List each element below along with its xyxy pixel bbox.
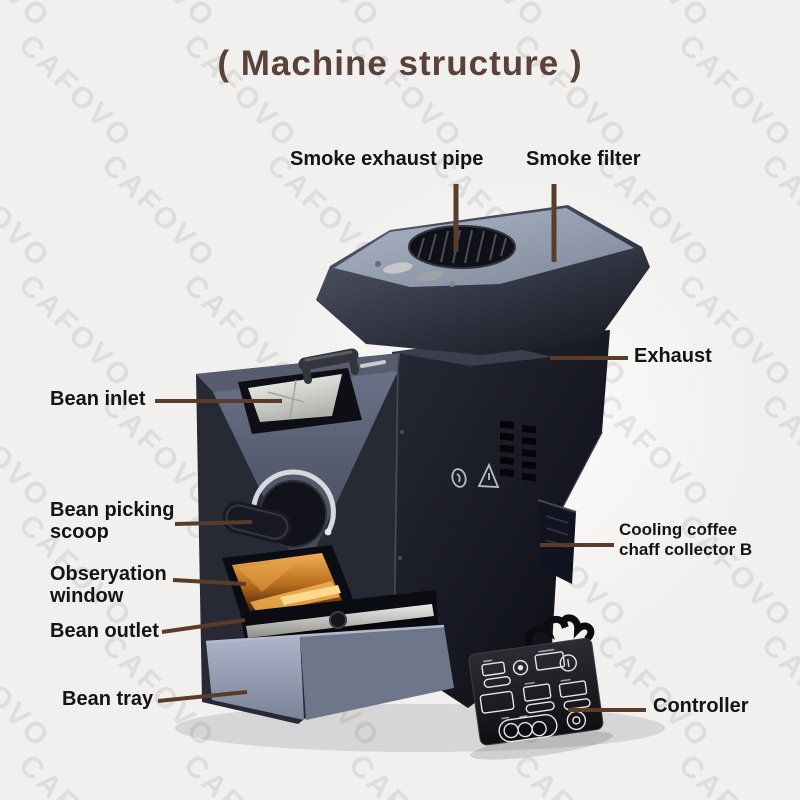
exhaust-louvers xyxy=(500,420,536,482)
label-bean-outlet: Bean outlet xyxy=(50,620,159,642)
bean-inlet-funnel xyxy=(238,348,386,434)
lid-latch xyxy=(375,261,455,287)
label-controller: Controller xyxy=(653,695,749,717)
label-smoke-exhaust-pipe: Smoke exhaust pipe xyxy=(290,148,484,170)
screw xyxy=(397,555,403,561)
controller-buttons xyxy=(479,651,591,743)
controller-cable xyxy=(525,614,595,652)
label-observation-window: Obseryation window xyxy=(50,563,167,608)
screw xyxy=(399,429,405,435)
inlet-handle xyxy=(298,348,386,384)
body-right-face xyxy=(392,330,610,708)
label-bean-picking-scoop: Bean picking scoop xyxy=(50,499,175,544)
label-bean-tray: Bean tray xyxy=(62,688,154,710)
leader-bean-picking-scoop xyxy=(174,520,253,526)
controller xyxy=(468,614,613,760)
bean-tray xyxy=(205,624,454,720)
smoke-filter-box xyxy=(316,205,650,355)
label-bean-inlet: Bean inlet xyxy=(50,388,146,410)
page-title: ( Machine structure ) xyxy=(217,44,583,83)
leader-observation-window xyxy=(172,578,247,586)
leader-bean-tray xyxy=(157,690,248,703)
label-chaff-collector: Cooling coffee chaff collector B xyxy=(619,520,753,560)
label-exhaust: Exhaust xyxy=(634,345,712,367)
drum-knob xyxy=(222,469,336,548)
fan-vent xyxy=(408,225,516,269)
label-smoke-filter: Smoke filter xyxy=(526,148,641,170)
leader-bean-outlet xyxy=(161,618,246,634)
body-edge-highlight xyxy=(559,431,603,513)
leader-lines xyxy=(155,184,646,712)
warning-icons xyxy=(451,462,500,488)
